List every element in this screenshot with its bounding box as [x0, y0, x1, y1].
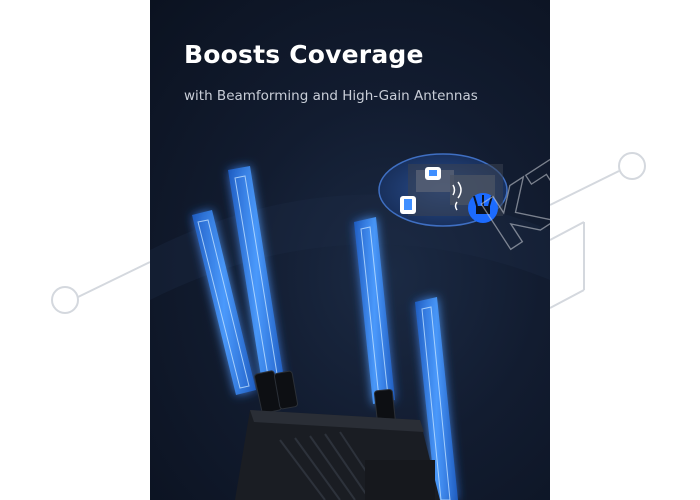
router-illustration [150, 153, 550, 500]
promo-banner: Boosts Coverage with Beamforming and Hig… [150, 0, 550, 500]
subheadline: with Beamforming and High-Gain Antennas [184, 88, 478, 104]
phone-icon [425, 167, 441, 180]
antenna-1 [192, 210, 256, 395]
antenna-3 [354, 217, 395, 404]
antenna-4 [415, 297, 458, 500]
router-icon [468, 193, 498, 223]
wifi-signal-icon [452, 181, 462, 211]
headline: Boosts Coverage [184, 40, 424, 69]
tablet-icon [400, 196, 416, 214]
router-body [235, 410, 440, 500]
